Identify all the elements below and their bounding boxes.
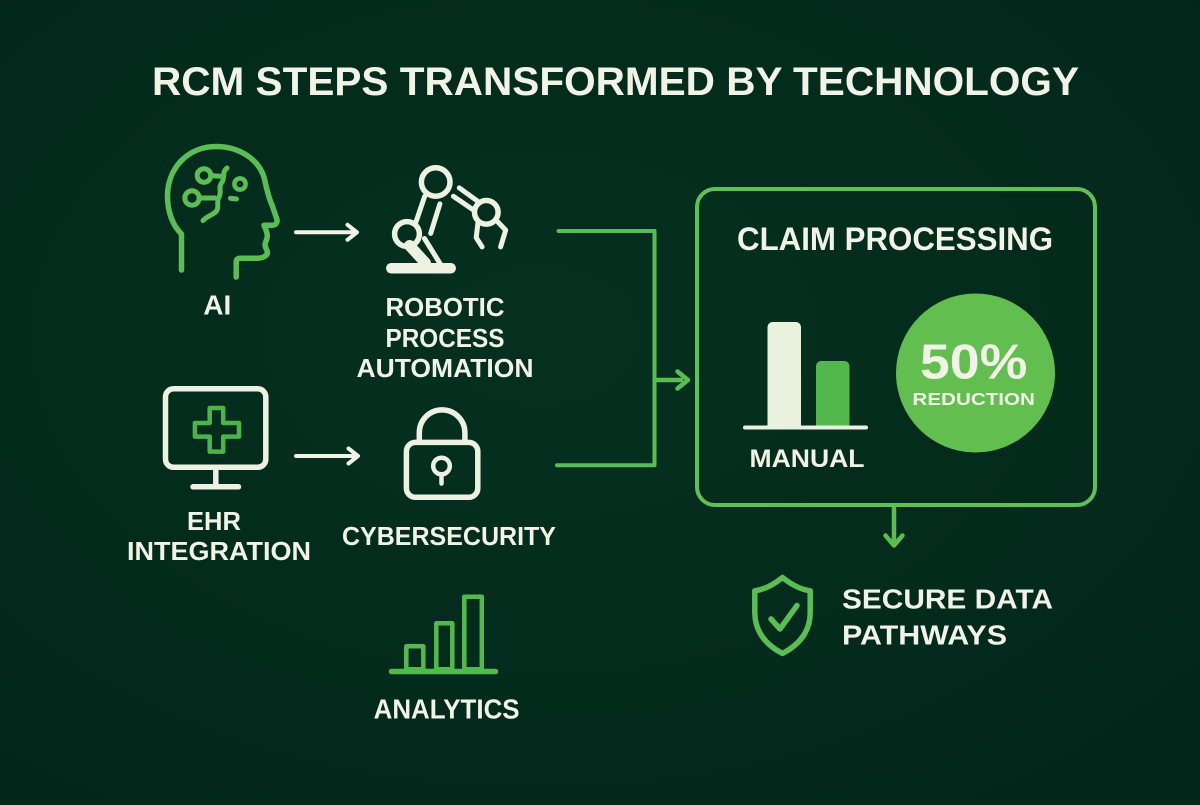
svg-text:AUTOMATION: AUTOMATION <box>357 353 534 383</box>
svg-text:ROBOTIC: ROBOTIC <box>386 292 505 322</box>
svg-text:MANUAL: MANUAL <box>750 445 865 473</box>
svg-text:AI: AI <box>203 290 231 321</box>
svg-text:CYBERSECURITY: CYBERSECURITY <box>342 523 556 551</box>
svg-text:RCM STEPS TRANSFORMED BY TECHN: RCM STEPS TRANSFORMED BY TECHNOLOGY <box>152 60 1079 104</box>
svg-text:ANALYTICS: ANALYTICS <box>374 694 520 725</box>
svg-text:REDUCTION: REDUCTION <box>912 389 1035 409</box>
svg-text:INTEGRATION: INTEGRATION <box>127 536 311 566</box>
svg-text:SECURE DATA: SECURE DATA <box>842 584 1053 615</box>
svg-text:EHR: EHR <box>187 506 241 536</box>
svg-text:PATHWAYS: PATHWAYS <box>842 620 1007 651</box>
svg-text:50%: 50% <box>920 335 1028 390</box>
svg-text:CLAIM PROCESSING: CLAIM PROCESSING <box>737 221 1053 257</box>
svg-text:PROCESS: PROCESS <box>386 323 505 353</box>
